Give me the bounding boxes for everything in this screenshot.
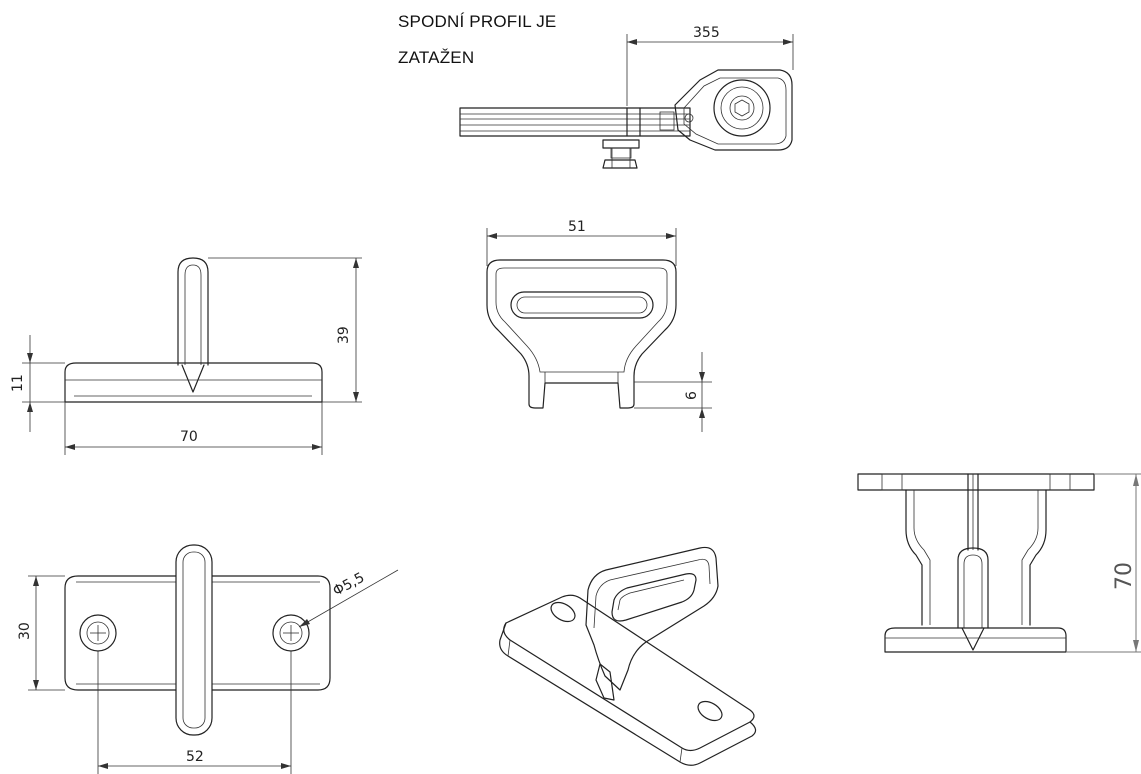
- dim-39: 39: [336, 326, 352, 344]
- dim-70-front: 70: [180, 429, 198, 445]
- isometric-view: [499, 546, 757, 766]
- front-view: 39 11 70: [10, 257, 362, 455]
- note-line-2: ZATAŽEN: [398, 48, 475, 67]
- rail-assembly-view: 355: [459, 25, 794, 169]
- dim-70-side: 70: [1112, 562, 1137, 590]
- dim-6: 6: [684, 391, 700, 400]
- side-view: 51 6: [486, 219, 712, 432]
- dim-51: 51: [568, 219, 586, 235]
- dim-11: 11: [10, 374, 26, 392]
- dim-30: 30: [17, 622, 33, 640]
- dim-52: 52: [186, 749, 204, 765]
- note-line-1: SPODNÍ PROFIL JE: [398, 12, 557, 31]
- top-view: Φ5,5 30 52: [17, 544, 399, 774]
- dim-hole-diameter: Φ5,5: [330, 570, 367, 600]
- section-view: 70: [857, 473, 1141, 653]
- dim-355: 355: [693, 25, 720, 41]
